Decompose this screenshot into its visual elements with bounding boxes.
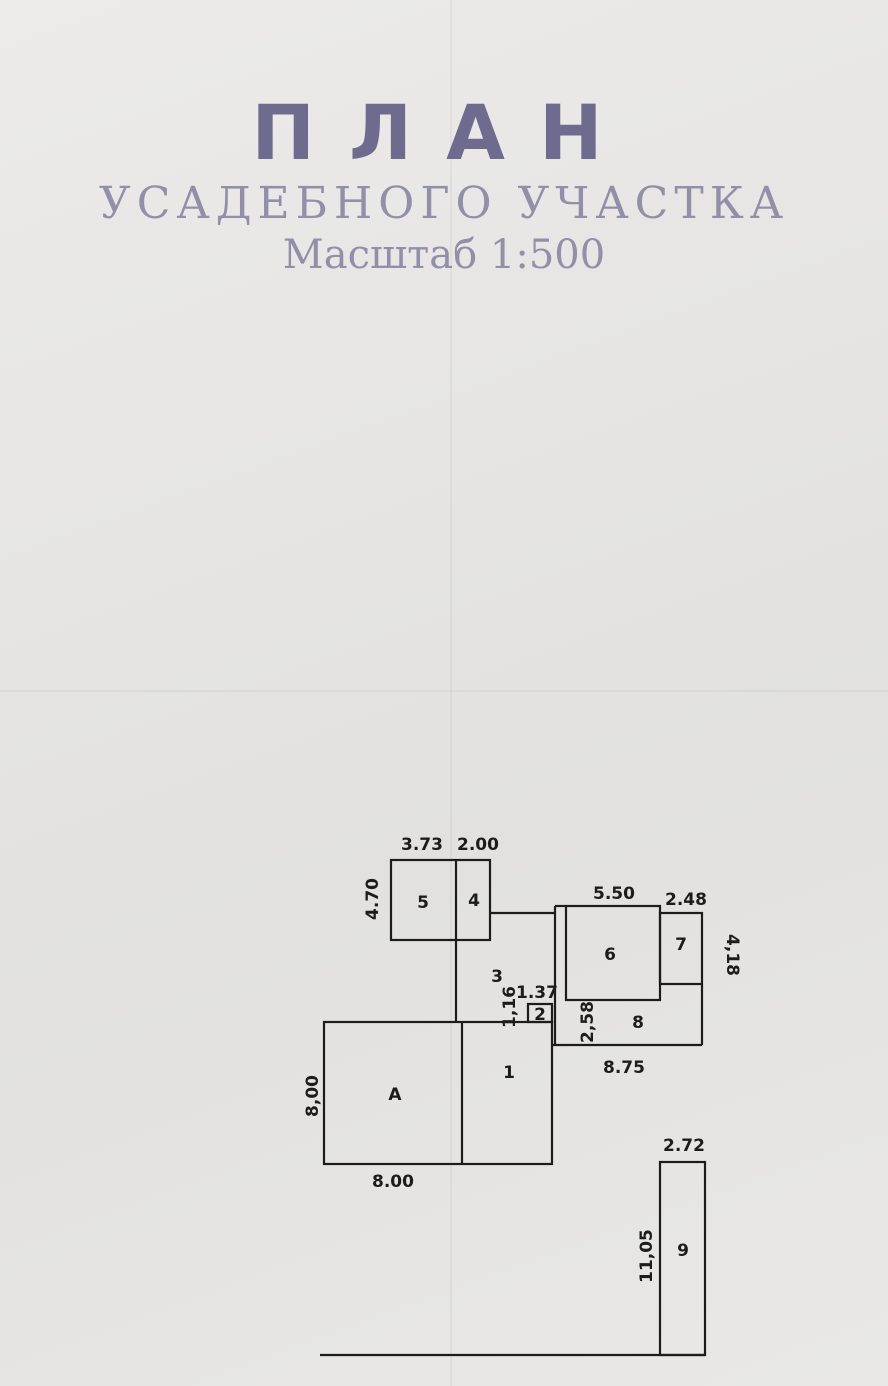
dimension-label: 11,05: [637, 1229, 657, 1283]
room-label-8: 8: [632, 1013, 644, 1033]
dimension-label: 2,58: [578, 1001, 598, 1043]
dimension-label: 1,16: [500, 986, 520, 1028]
room-label-6: 6: [604, 945, 616, 965]
dimension-label: 5.50: [593, 884, 635, 904]
room-5-outline: [389, 858, 492, 942]
room-label-9: 9: [677, 1241, 689, 1261]
dimension-label: 8.75: [603, 1058, 645, 1078]
room-label-2: 2: [534, 1005, 546, 1025]
room-label-1: 1: [503, 1063, 515, 1083]
room-7-outline: [658, 911, 704, 986]
dimension-label: 4,18: [722, 934, 742, 976]
paper-fold: [0, 690, 888, 692]
dimension-label: 1.37: [516, 983, 558, 1003]
stamp-subtitle: УСАДЕБНОГО УЧАСТКА: [98, 178, 790, 229]
dimension-label: 2.00: [457, 835, 499, 855]
dimension-label: 8,00: [303, 1075, 323, 1117]
stamp-title: ПЛАН: [251, 88, 637, 177]
room-label-4: 4: [468, 891, 480, 911]
dimension-label: 3.73: [401, 835, 443, 855]
room-label-7: 7: [675, 935, 687, 955]
stamp-scale: Масштаб 1:500: [282, 232, 606, 278]
dimension-label: 4.70: [363, 878, 383, 920]
room-a-outline: [322, 1020, 554, 1166]
room-2-outline: [526, 1002, 554, 1024]
dimension-label: 2.48: [665, 890, 707, 910]
room-label-5: 5: [417, 893, 429, 913]
room-label-3: 3: [491, 967, 503, 987]
dimension-label: 8.00: [372, 1172, 414, 1192]
dimension-label: 2.72: [663, 1136, 705, 1156]
room-label-a: А: [388, 1085, 402, 1105]
